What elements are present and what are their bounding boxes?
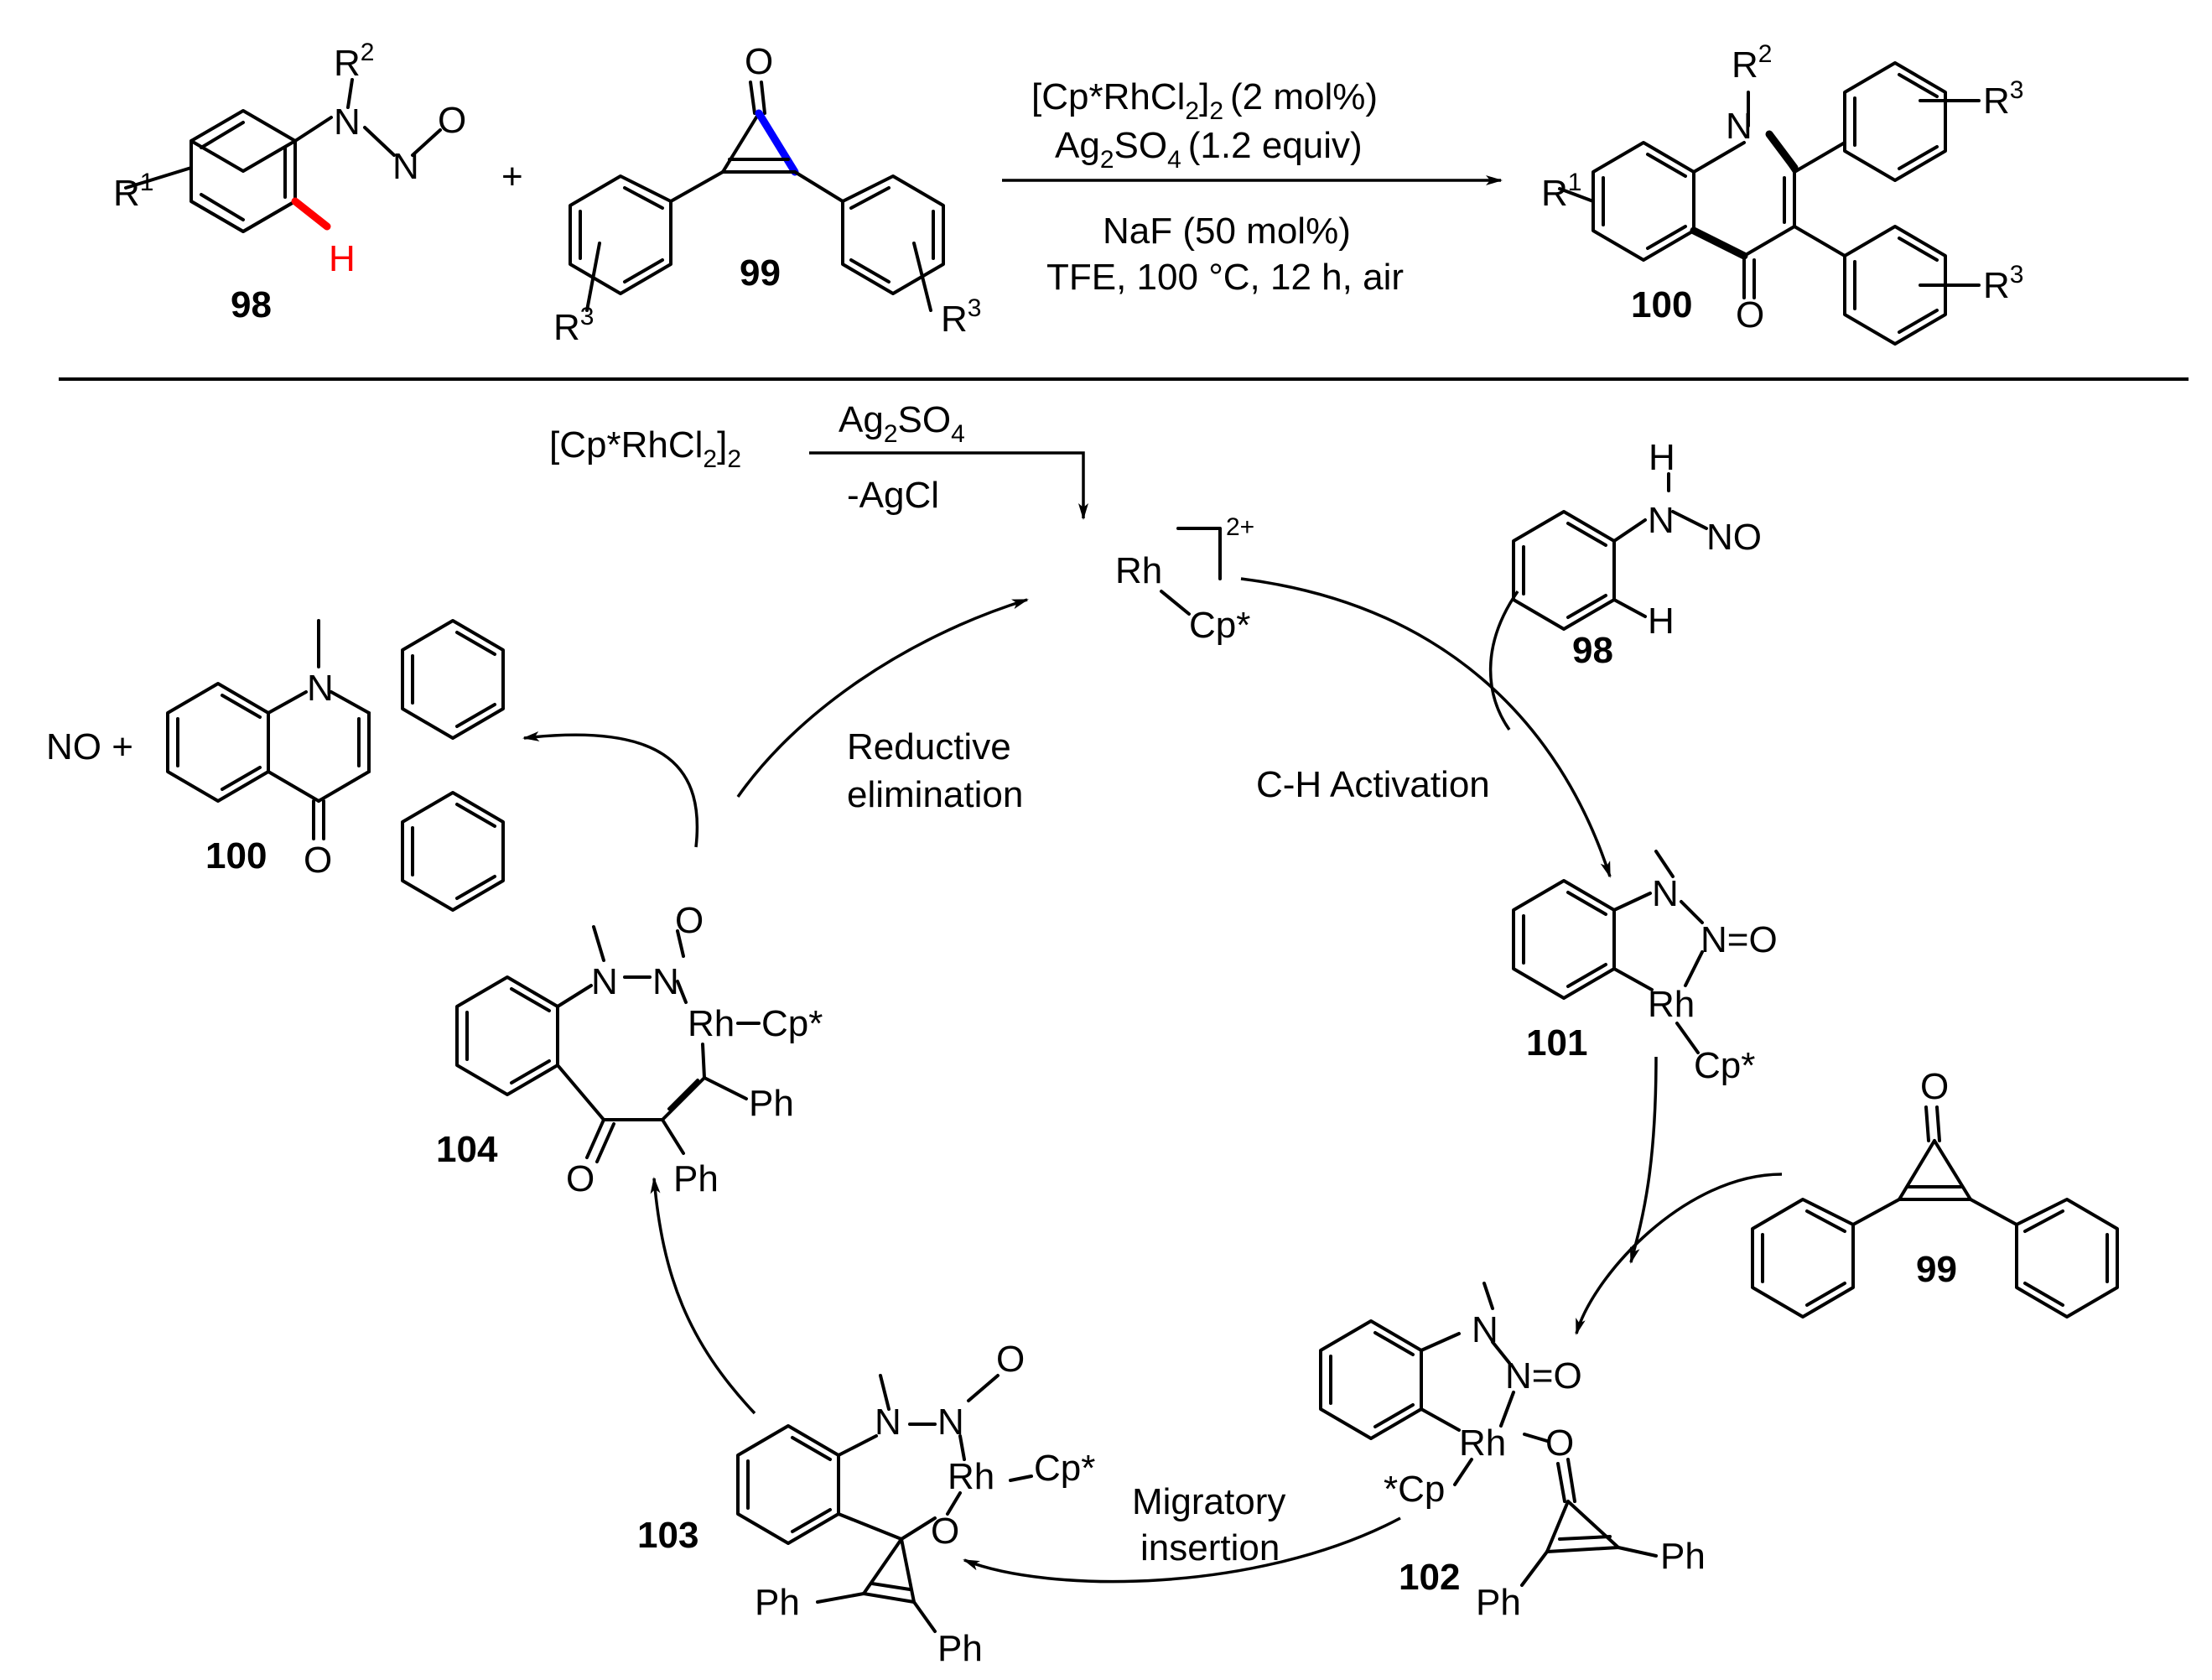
n-atom: N (307, 668, 334, 709)
condition-solvent: TFE, 100 °C, 12 h, air (1046, 257, 1404, 298)
r3-label: R3 (1983, 261, 2023, 306)
o-atom: O (1736, 294, 1764, 335)
condition-oxidant: Ag2SO4(1.2 equiv) (1055, 125, 1363, 174)
charge-label: 2+ (1226, 513, 1254, 541)
n-atom: N (334, 101, 361, 143)
rh-atom: Rh (688, 1003, 735, 1044)
compound-label-99: 99 (1916, 1249, 1957, 1290)
compound-98-top: N R2 N O H R1 98 (113, 39, 466, 325)
condition-catalyst: [Cp*RhCl2]2(2 mol%) (1031, 76, 1378, 125)
n-atom: N (652, 961, 679, 1002)
compound-label-98: 98 (231, 284, 272, 325)
compound-label-101: 101 (1526, 1022, 1587, 1064)
n-atom: N (937, 1402, 964, 1443)
compound-label-102: 102 (1399, 1557, 1460, 1598)
compound-100-cycle: NO + N O 100 (46, 619, 505, 912)
activation-byproduct: -AgCl (847, 475, 939, 516)
cp-ligand: Cp* (1034, 1448, 1095, 1489)
condition-additive: NaF (50 mol%) (1103, 211, 1351, 252)
o-atom: O (1545, 1423, 1574, 1464)
plus-sign: + (501, 156, 523, 197)
n-atom: N (1726, 106, 1752, 147)
rh-atom: Rh (1459, 1423, 1506, 1464)
nitroso-group: N=O (1701, 919, 1778, 960)
r2-label: R2 (1732, 40, 1772, 86)
r1-label: R1 (113, 169, 153, 214)
compound-label-100: 100 (1631, 284, 1692, 325)
step-ch-activation: C-H Activation (1256, 764, 1490, 805)
ph-group: Ph (937, 1628, 983, 1669)
active-rh-catalyst: Rh Cp* 2+ (1115, 513, 1254, 646)
n-atom: N (591, 961, 618, 1002)
compound-label-100: 100 (205, 835, 267, 876)
activation-arrow (809, 451, 1088, 520)
r2-label: R2 (334, 39, 374, 84)
compound-99-cycle: O 99 (1751, 1066, 2119, 1319)
cp-ligand: Cp* (1189, 605, 1250, 646)
compound-label-99: 99 (740, 252, 781, 294)
compound-label-98: 98 (1572, 630, 1613, 671)
activation-reagent: Ag2SO4 (839, 399, 965, 448)
cp-ligand: Cp* (1694, 1045, 1755, 1086)
step-reductive-elimination: Reductive (847, 726, 1011, 767)
compound-label-104: 104 (436, 1129, 498, 1170)
arrow-migratory-insertion (963, 1516, 1401, 1584)
n-atom: N (1652, 873, 1679, 914)
compound-103: N N O Rh Cp* O Ph Ph 103 (637, 1339, 1095, 1669)
h-atom: H (1649, 437, 1675, 478)
ph-group: Ph (1476, 1582, 1521, 1623)
o-atom: O (996, 1339, 1025, 1380)
r1-label: R1 (1541, 169, 1581, 214)
r3-label: R3 (1983, 76, 2023, 122)
n-atom: N (875, 1402, 901, 1443)
ph-group: Ph (673, 1158, 719, 1199)
ph-group: Ph (1660, 1536, 1706, 1577)
rh-atom: Rh (1115, 550, 1162, 591)
o-atom: O (931, 1511, 959, 1552)
arrow-98-entry (1488, 590, 1519, 731)
h-atom-highlight: H (329, 238, 356, 279)
n-atom: N (1472, 1309, 1498, 1350)
arrow-product-release (522, 731, 699, 848)
ph-group: Ph (749, 1083, 794, 1124)
n-atom: N (392, 146, 419, 187)
r3-label: R3 (553, 303, 594, 348)
r3-label: R3 (941, 294, 981, 340)
compound-label-103: 103 (637, 1515, 698, 1556)
h-atom: H (1648, 601, 1675, 642)
rh-atom: Rh (948, 1456, 994, 1497)
no-group: NO (1706, 517, 1762, 558)
arrow-to-102 (1629, 1056, 1658, 1264)
cp-ligand: Cp* (761, 1003, 823, 1044)
n-atom: N (1648, 500, 1675, 541)
precatalyst-label: [Cp*RhCl2]2 (549, 424, 741, 473)
arrow-to-104 (650, 1177, 756, 1415)
nitroso-group: N=O (1505, 1355, 1582, 1397)
compound-101: N N=O Rh Cp* 101 (1512, 850, 1778, 1086)
compound-100-top: N R2 O R1 R3 R3 100 (1541, 40, 2023, 346)
compound-99-top: O R3 R3 99 (553, 41, 981, 348)
compound-104: N N O Rh Cp* Ph Ph O 104 (436, 900, 823, 1199)
o-atom: O (304, 840, 332, 881)
o-atom: O (438, 100, 466, 141)
step-migratory-insertion: insertion (1140, 1527, 1280, 1568)
rh-atom: Rh (1648, 984, 1695, 1025)
compound-98-cycle: H N NO H 98 (1512, 437, 1762, 671)
arrow-reductive-elimination (736, 598, 1029, 798)
step-migratory-insertion: Migratory (1132, 1481, 1285, 1522)
compound-102: N N=O Rh O *Cp Ph Ph 102 (1319, 1282, 1706, 1623)
o-atom: O (675, 900, 704, 941)
cp-ligand: *Cp (1384, 1469, 1445, 1510)
o-atom: O (566, 1158, 595, 1199)
o-atom: O (1920, 1066, 1949, 1107)
arrow-ch-activation (1240, 577, 1612, 878)
step-reductive-elimination: elimination (847, 774, 1023, 815)
ph-group: Ph (755, 1582, 800, 1623)
no-byproduct: NO + (46, 726, 133, 767)
o-atom: O (745, 41, 773, 82)
arrow-99-entry (1575, 1173, 1783, 1335)
